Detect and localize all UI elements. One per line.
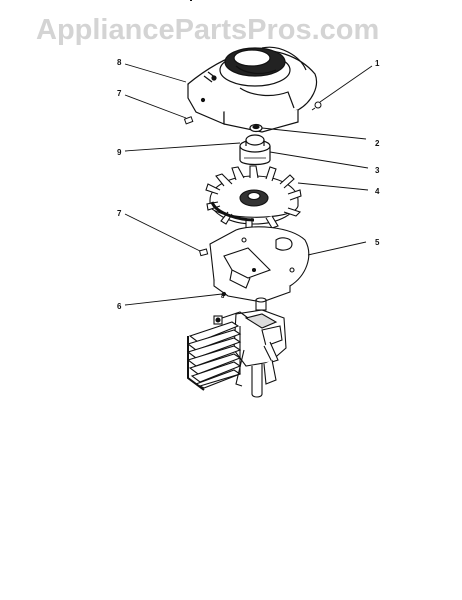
callout-6: 6 — [117, 302, 122, 311]
callout-3: 3 — [375, 166, 380, 175]
watermark-text: AppliancePartsPros.com — [36, 14, 380, 46]
leader-line-8 — [124, 63, 187, 83]
callout-8-small: 8 — [221, 294, 225, 300]
backplate-drawing — [209, 226, 310, 303]
leader-lines — [124, 63, 373, 306]
leader-line-7-top — [124, 94, 187, 119]
callout-4: 4 — [375, 187, 380, 196]
callout-1: 1 — [375, 59, 380, 68]
engine-block-drawing — [186, 297, 287, 398]
housing-screw-drawing — [311, 101, 322, 111]
top-edge-mark — [190, 0, 192, 1]
flywheel-nut-drawing — [249, 123, 263, 133]
flywheel-drawing — [205, 165, 302, 231]
callout-9: 9 — [117, 148, 122, 157]
cylinder-fins-drawing — [186, 321, 242, 389]
leader-line-5 — [307, 241, 367, 256]
leader-line-1 — [319, 65, 373, 103]
starter-cup-drawing — [239, 134, 271, 166]
leader-line-3 — [269, 151, 369, 169]
leader-line-6 — [124, 293, 223, 306]
callout-7-top: 7 — [117, 89, 122, 98]
leader-line-9 — [124, 142, 241, 152]
leader-line-2 — [261, 127, 367, 140]
callout-5: 5 — [375, 238, 380, 247]
leader-line-4 — [297, 182, 369, 191]
backplate-screw-drawing — [198, 248, 209, 257]
callout-2: 2 — [375, 139, 380, 148]
callout-7-lower: 7 — [117, 209, 122, 218]
housing-bolt-drawing — [183, 116, 194, 125]
blower-housing-drawing — [187, 46, 318, 133]
leader-line-7-lower — [124, 213, 201, 252]
callout-8: 8 — [117, 58, 122, 67]
engine-screw-drawing — [221, 291, 227, 297]
